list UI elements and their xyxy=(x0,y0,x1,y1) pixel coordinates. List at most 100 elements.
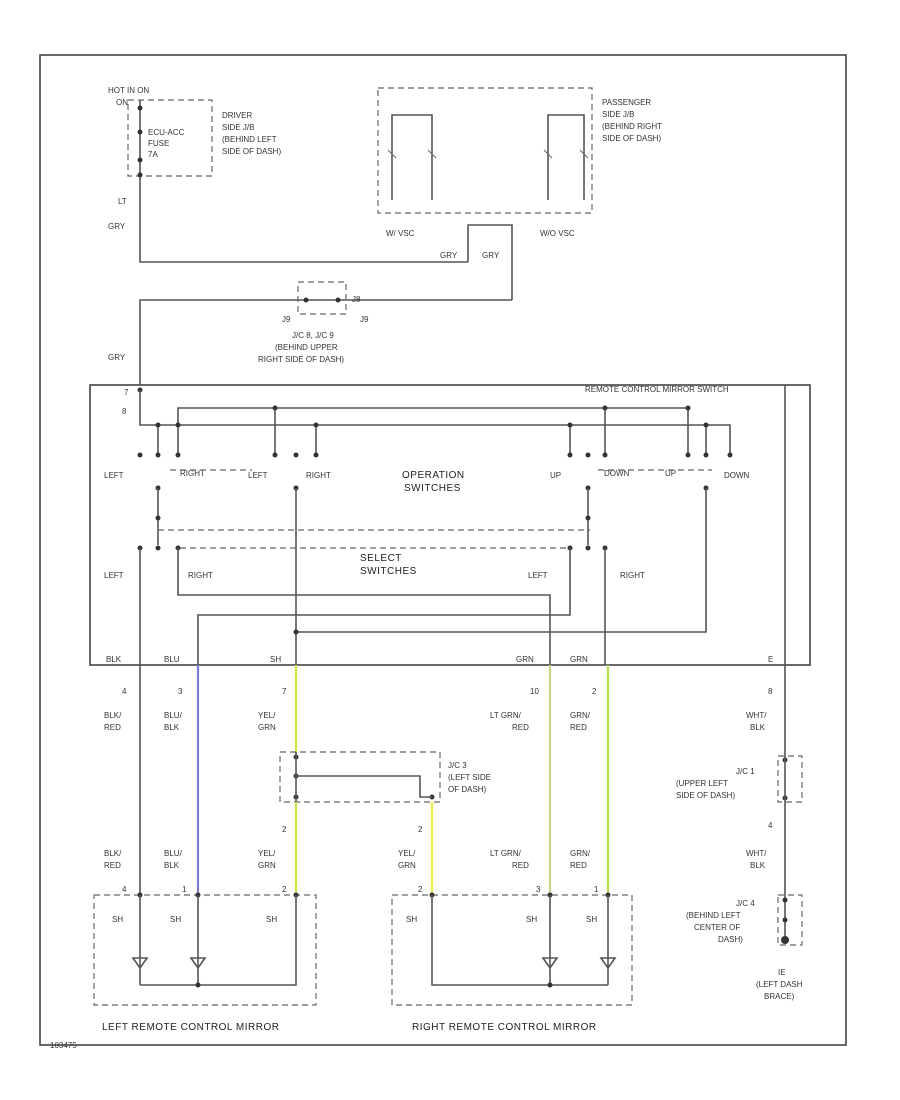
term-4: GRN xyxy=(516,655,534,664)
lw4a: YEL/ xyxy=(398,849,416,858)
op-contact-4 xyxy=(272,452,278,458)
left-mirror-box xyxy=(93,894,317,1006)
op-down2-label: DOWN xyxy=(724,471,750,480)
pin-10: 10 xyxy=(530,687,539,696)
driver-jb-label-4: SIDE OF DASH) xyxy=(222,147,281,156)
operation-label-1: OPERATION xyxy=(402,470,465,481)
switch-bus-top xyxy=(139,390,731,455)
wire-gry-label-4: GRY xyxy=(108,353,126,362)
rm-sh-2: SH xyxy=(526,915,537,924)
op-contact-8 xyxy=(585,452,591,458)
w1b: RED xyxy=(104,723,121,732)
ground-node xyxy=(781,936,789,944)
switch-pin-top-2: 8 xyxy=(122,407,127,416)
jc-node-2 xyxy=(335,297,341,303)
pin-lower-2a: 2 xyxy=(282,825,287,834)
sel-right2-label: RIGHT xyxy=(620,571,645,580)
driver-jb-label-3: (BEHIND LEFT xyxy=(222,135,277,144)
op-contact-2 xyxy=(155,452,161,458)
w5b: RED xyxy=(570,723,587,732)
lw6b: RED xyxy=(570,861,587,870)
ground-label-1: (LEFT DASH xyxy=(756,980,803,989)
vsc-label: W/ VSC xyxy=(386,229,415,238)
rm-motor-1 xyxy=(541,957,559,970)
sel-left-label: LEFT xyxy=(104,571,124,580)
select-label-1: SELECT xyxy=(360,553,402,564)
lm-node-985 xyxy=(195,982,201,988)
op-contact-6 xyxy=(313,452,319,458)
term-2: BLU xyxy=(164,655,180,664)
jb-fuse-mark-2 xyxy=(427,149,437,159)
bus-node-4 xyxy=(175,422,181,428)
lw1b: RED xyxy=(104,861,121,870)
fuse-node-low xyxy=(137,157,143,163)
op-contact-10 xyxy=(685,452,691,458)
op-wire-d xyxy=(296,488,707,633)
jc3-label-2: (LEFT SIDE xyxy=(448,773,491,782)
mpin-4: 4 xyxy=(122,885,127,894)
op-up-label: UP xyxy=(550,471,561,480)
jc-loc-2: RIGHT SIDE OF DASH) xyxy=(258,355,344,364)
mirror-switch-box xyxy=(89,384,811,666)
jb-fuse-mark-4 xyxy=(579,149,589,159)
jc-name: J/C 8, J/C 9 xyxy=(292,331,334,340)
no-vsc-label: W/O VSC xyxy=(540,229,575,238)
term-6: E xyxy=(768,655,773,664)
op-right-label: RIGHT xyxy=(180,469,205,478)
fuse-label-3: 7A xyxy=(148,150,158,159)
w1a: BLK/ xyxy=(104,711,122,720)
rm-sh-1: SH xyxy=(406,915,417,924)
lw3a: YEL/ xyxy=(258,849,276,858)
rm-motor-2 xyxy=(599,957,617,970)
op-node-518b xyxy=(585,515,591,521)
op-up2-label: UP xyxy=(665,469,676,478)
bus-node-8 xyxy=(155,422,161,428)
passenger-jb-box xyxy=(377,87,593,214)
op-down-label: DOWN xyxy=(604,469,630,478)
left-mirror-label: LEFT REMOTE CONTROL MIRROR xyxy=(102,1022,279,1033)
switch-bus-upper xyxy=(177,407,689,455)
jc1-box xyxy=(777,755,803,803)
jc3-box xyxy=(279,751,441,803)
fuse-label-1: ECU-ACC xyxy=(148,128,185,137)
op-left-label: LEFT xyxy=(104,471,124,480)
op-contact-9 xyxy=(602,452,608,458)
operation-label-2: SWITCHES xyxy=(404,483,461,494)
footer-code: 103475 xyxy=(50,1041,77,1050)
pin-4: 4 xyxy=(122,687,127,696)
lw1a: BLK/ xyxy=(104,849,122,858)
lm-sh-3: SH xyxy=(266,915,277,924)
jc3-bus-2 xyxy=(296,775,432,798)
w5a: GRN/ xyxy=(570,711,591,720)
diagram-frame xyxy=(39,54,847,1046)
jc4-node-2 xyxy=(782,917,788,923)
jc-pin-a: J9 xyxy=(282,315,291,324)
wire-gry-label-3: GRY xyxy=(482,251,500,260)
rm-node-985 xyxy=(547,982,553,988)
jc4-label-1: J/C 4 xyxy=(736,899,755,908)
lw6a: GRN/ xyxy=(570,849,591,858)
lw5b: RED xyxy=(512,861,529,870)
lm-motor-1 xyxy=(131,957,149,970)
bus-node-7 xyxy=(703,422,709,428)
op-contact-5 xyxy=(293,452,299,458)
w6a: WHT/ xyxy=(746,711,767,720)
bus-node-3 xyxy=(685,405,691,411)
w6b: BLK xyxy=(750,723,766,732)
jb-conductor-1 xyxy=(391,114,433,200)
pin-3: 3 xyxy=(178,687,183,696)
op-left2-label: LEFT xyxy=(248,471,268,480)
lw2a: BLU/ xyxy=(164,849,183,858)
term-3: SH xyxy=(270,655,281,664)
lw4b: GRN xyxy=(398,861,416,870)
jc-pin-c: J8 xyxy=(352,295,361,304)
rm-sh-3: SH xyxy=(586,915,597,924)
driver-jb-box xyxy=(127,99,213,177)
op-contact-11 xyxy=(703,452,709,458)
pin-lower-4: 4 xyxy=(768,821,773,830)
passenger-jb-label-3: (BEHIND RIGHT xyxy=(602,122,662,131)
ground-number: IE xyxy=(778,968,786,977)
lm-wire-3 xyxy=(140,895,297,986)
jc4-node-1 xyxy=(782,897,788,903)
